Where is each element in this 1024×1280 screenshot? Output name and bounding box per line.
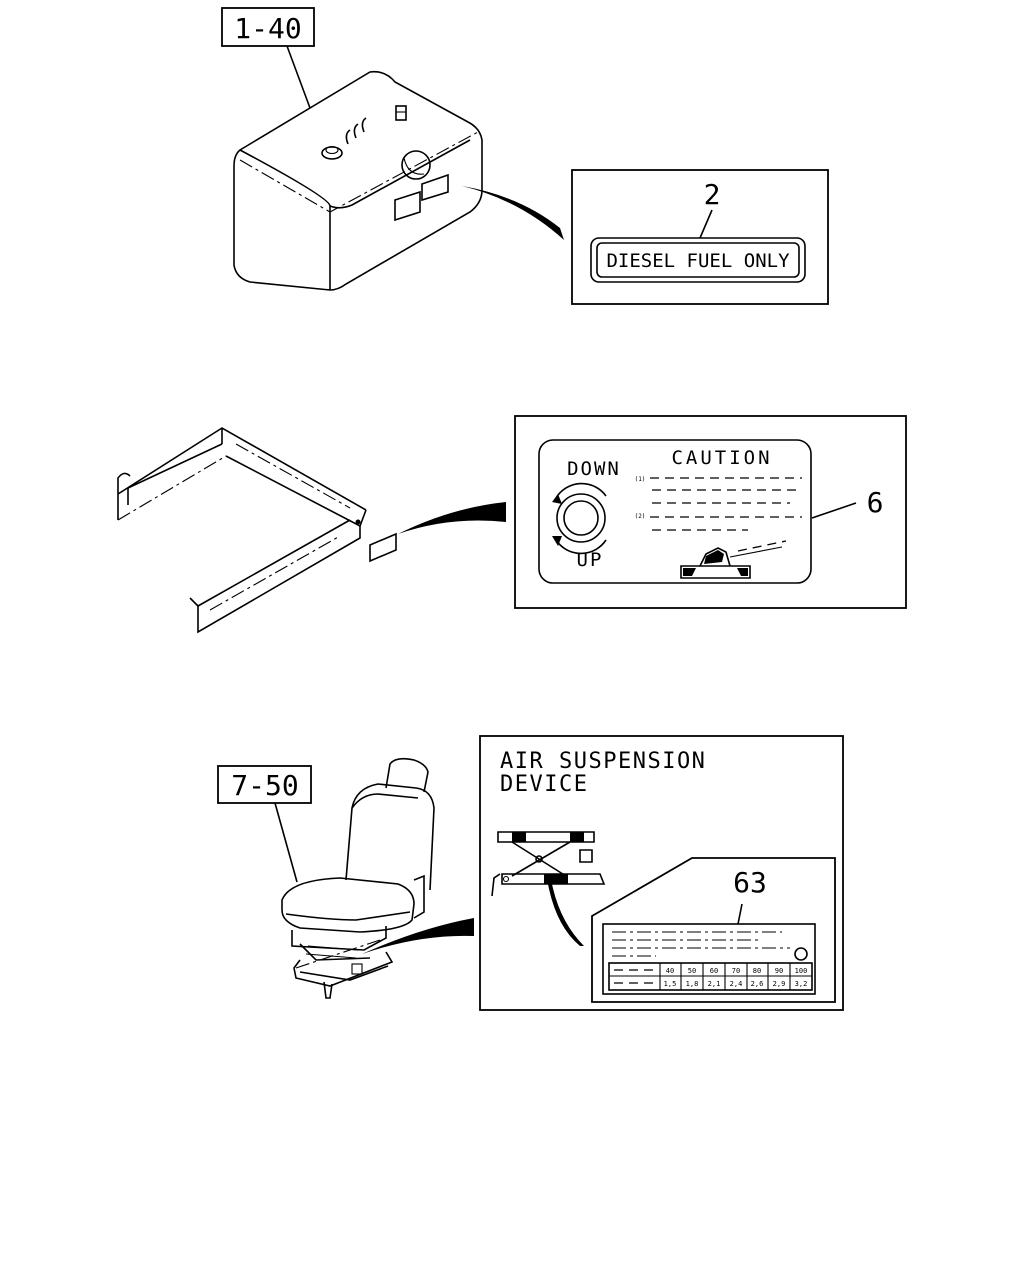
seat-label-callout-number: 63 bbox=[733, 866, 767, 899]
frame-illustration bbox=[117, 427, 506, 634]
seat-leader bbox=[274, 802, 298, 883]
table-cell: 1,5 bbox=[664, 980, 677, 988]
adjust-knob-icon bbox=[552, 482, 607, 555]
table-cell: 50 bbox=[688, 967, 696, 975]
seat-illustration bbox=[281, 757, 474, 999]
air-suspension-detail: AIR SUSPENSION DEVICE 63 bbox=[479, 735, 844, 1011]
table-cell: 40 bbox=[666, 967, 674, 975]
caution-label-detail: CAUTION DOWN UP (1) (2) bbox=[514, 415, 907, 609]
frame-section: CAUTION DOWN UP (1) (2) bbox=[117, 415, 907, 634]
fuel-tank-ref-label: 1-40 bbox=[234, 12, 301, 45]
table-cell: 90 bbox=[775, 967, 783, 975]
table-cell: 70 bbox=[732, 967, 740, 975]
fuel-tank-illustration bbox=[233, 70, 564, 291]
table-cell: 1,8 bbox=[686, 980, 699, 988]
table-cell: 2,9 bbox=[773, 980, 786, 988]
caution-bullet-2: (2) bbox=[635, 513, 646, 520]
seat-section: 7-50 bbox=[217, 735, 844, 1011]
diesel-label-detail: 2 DIESEL FUEL ONLY bbox=[571, 169, 829, 305]
up-label: UP bbox=[577, 549, 604, 571]
fuel-tank-section: 1-40 bbox=[221, 7, 829, 305]
fuel-tank-ref-box[interactable]: 1-40 bbox=[221, 7, 315, 47]
caution-label-callout-number: 6 bbox=[867, 486, 884, 519]
table-cell: 2,1 bbox=[708, 980, 721, 988]
table-cell: 3,2 bbox=[795, 980, 808, 988]
pressure-table: 40 50 60 70 80 90 100 1,5 1,8 2,1 2,4 2,… bbox=[608, 962, 813, 991]
caution-title: CAUTION bbox=[671, 447, 772, 469]
caution-bullet-1: (1) bbox=[635, 476, 646, 483]
air-suspension-title-line1: AIR SUSPENSION bbox=[500, 749, 706, 774]
fuel-tank-leader bbox=[286, 45, 311, 109]
seat-base-icon bbox=[680, 540, 787, 579]
table-cell: 80 bbox=[753, 967, 761, 975]
diesel-fuel-only-text: DIESEL FUEL ONLY bbox=[606, 250, 790, 272]
table-cell: 2,4 bbox=[730, 980, 743, 988]
seat-ref-box[interactable]: 7-50 bbox=[217, 765, 312, 804]
table-cell: 60 bbox=[710, 967, 718, 975]
down-label: DOWN bbox=[567, 458, 621, 480]
diesel-label-callout-number: 2 bbox=[704, 178, 721, 211]
table-cell: 2,6 bbox=[751, 980, 764, 988]
scissor-mechanism-icon bbox=[491, 831, 606, 897]
table-cell: 100 bbox=[795, 967, 808, 975]
air-suspension-title-line2: DEVICE bbox=[500, 772, 588, 797]
seat-ref-label: 7-50 bbox=[231, 769, 298, 802]
